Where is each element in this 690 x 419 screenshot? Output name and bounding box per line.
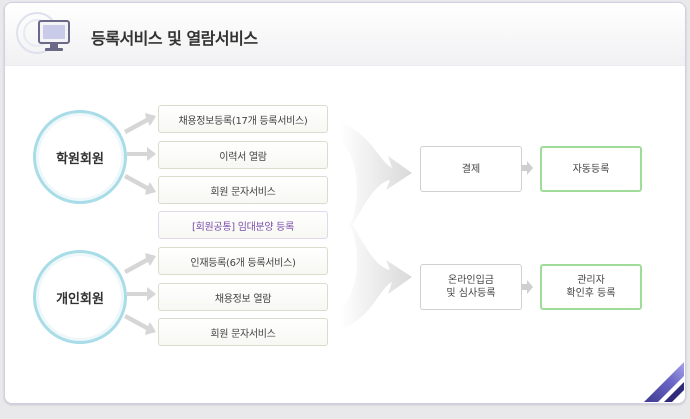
auto-register-box: 자동등록 bbox=[540, 146, 642, 192]
service-sms-individual[interactable]: 회원 문자서비스 bbox=[158, 318, 328, 346]
service-common-rental[interactable]: [회원공통] 임대분양 등록 bbox=[158, 211, 328, 239]
service-resume-view[interactable]: 이력서 열람 bbox=[158, 141, 328, 169]
academy-member-label: 학원회원 bbox=[56, 151, 104, 167]
service-talent-register[interactable]: 인재등록(6개 등록서비스) bbox=[158, 247, 328, 275]
admin-register-box: 관리자 확인후 등록 bbox=[540, 264, 642, 310]
individual-member-circle: 개인회원 bbox=[33, 250, 127, 344]
online-deposit-box: 온라인입금 및 심사등록 bbox=[420, 264, 522, 310]
page-header: 등록서비스 및 열람서비스 bbox=[5, 3, 685, 66]
service-job-posting[interactable]: 채용정보등록(17개 등록서비스) bbox=[158, 105, 328, 133]
academy-member-circle: 학원회원 bbox=[33, 110, 127, 204]
payment-box: 결제 bbox=[420, 146, 522, 192]
content-panel: 등록서비스 및 열람서비스 bbox=[4, 2, 686, 404]
page-title: 등록서비스 및 열람서비스 bbox=[91, 29, 258, 48]
service-sms-academy[interactable]: 회원 문자서비스 bbox=[158, 176, 328, 204]
individual-member-label: 개인회원 bbox=[56, 291, 104, 307]
corner-ribbon bbox=[644, 362, 684, 402]
service-job-view[interactable]: 채용정보 열람 bbox=[158, 283, 328, 311]
monitor-icon bbox=[16, 12, 70, 54]
